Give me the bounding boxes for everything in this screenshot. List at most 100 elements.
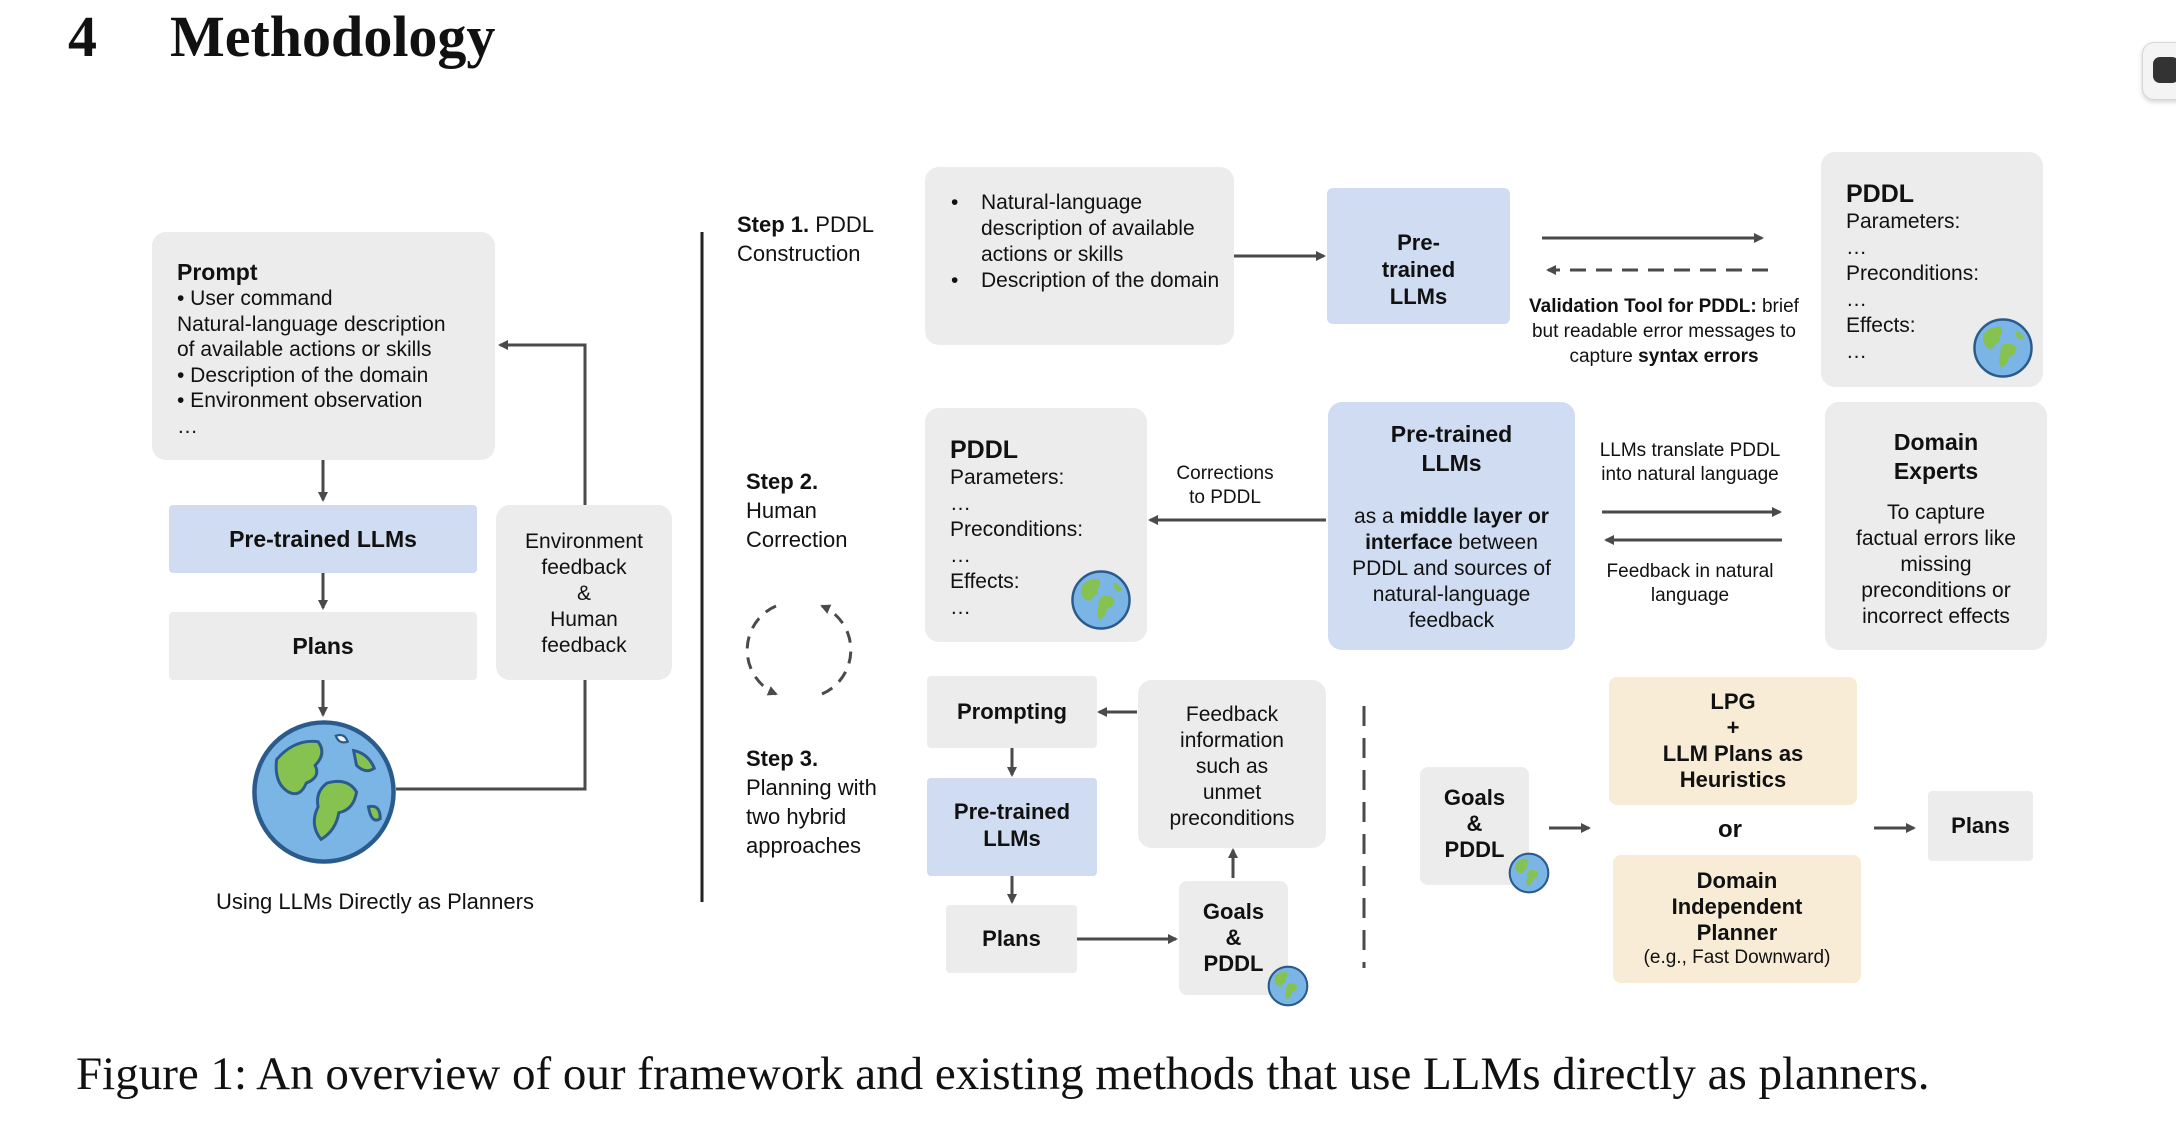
cycle-arc-left <box>745 604 778 696</box>
translate-line: into natural language <box>1601 464 1779 485</box>
step2-heading: Step 2. Human Correction <box>746 467 847 554</box>
domain-experts-box: Domain Experts To capture factual errors… <box>1825 402 2047 650</box>
llm-desc-b: between PDDL and sources of natural-lang… <box>1352 531 1551 632</box>
figure-caption: Figure 1: An overview of our framework a… <box>76 1048 1930 1100</box>
lpg-line: LPG <box>1710 689 1756 714</box>
step1-input-box: • Natural-language description of availa… <box>925 167 1234 345</box>
corrections-line: Corrections <box>1176 463 1274 484</box>
bullet-icon: • <box>951 191 959 214</box>
pddl-title: PDDL <box>950 436 1019 464</box>
pddl-row: Parameters: <box>950 466 1065 489</box>
step3-llm-line: LLMs <box>983 826 1041 851</box>
feedback-info-line: preconditions <box>1169 807 1295 830</box>
left-panel-caption: Using LLMs Directly as Planners <box>216 889 534 914</box>
pddl-row: Parameters: <box>1846 210 1961 233</box>
step3-heading-line: Planning with <box>746 775 877 800</box>
experts-desc-line: missing <box>1900 553 1972 576</box>
goals-line: & <box>1225 925 1242 950</box>
domain-planner-box: Domain Independent Planner (e.g., Fast D… <box>1613 855 1861 983</box>
prompt-line: of available actions or skills <box>177 338 432 361</box>
prompt-line: • User command <box>177 287 333 310</box>
experts-title: Domain <box>1893 429 1979 455</box>
feedback-info-box: Feedback information such as unmet preco… <box>1138 680 1326 848</box>
feedback-info-line: Feedback <box>1185 703 1279 726</box>
step1-heading-bold: Step 1. <box>737 212 810 237</box>
experts-desc-line: factual errors like <box>1856 527 2016 550</box>
pddl-row: Effects: <box>1846 314 1916 337</box>
step2-llm-title: LLMs <box>1421 450 1482 476</box>
step2-llm-title: Pre-trained <box>1390 421 1513 447</box>
pddl-row: … <box>950 596 971 619</box>
lpg-box: LPG + LLM Plans as Heuristics <box>1609 677 1857 805</box>
planner-line: Independent <box>1671 894 1803 919</box>
step3-llm-line: Pre-trained <box>953 799 1071 824</box>
prompt-title: Prompt <box>177 259 258 285</box>
earth-globe-icon <box>252 720 396 864</box>
cycle-arc-right <box>820 604 853 696</box>
translate-line: LLMs translate PDDL <box>1599 440 1781 461</box>
experts-desc-line: incorrect effects <box>1862 605 2010 628</box>
pddl-row: Effects: <box>950 570 1020 593</box>
env-feedback-box: Environment feedback & Human feedback <box>496 505 672 680</box>
left-plans-box: Plans <box>169 612 477 680</box>
corrections-label: Corrections to PDDL <box>1160 462 1290 510</box>
step3-plans-box: Plans <box>946 905 1077 973</box>
step3-heading-bold: Step 3. <box>746 746 819 771</box>
env-feedback-line: Human <box>550 608 618 631</box>
step1-input-bullet: Description of the domain <box>981 269 1220 292</box>
validation-text: brief but readable error messages to cap… <box>1531 296 1799 367</box>
earth-globe-icon <box>1071 570 1131 630</box>
step1-heading-line2: Construction <box>737 241 861 266</box>
prompt-line: • Description of the domain <box>177 363 429 387</box>
planner-sub: (e.g., Fast Downward) <box>1643 947 1831 968</box>
goals-right-line: Goals <box>1443 785 1506 810</box>
feedback-info-line: unmet <box>1202 781 1262 804</box>
validation-tool-note: Validation Tool for PDDL: brief but read… <box>1520 294 1808 369</box>
section-title: Methodology <box>170 4 496 69</box>
step2-heading-line: Correction <box>746 527 848 552</box>
step1-input-bullet: Natural-language description of availabl… <box>981 191 1195 266</box>
pddl-row: … <box>950 492 971 515</box>
step2-llm-box: Pre-trained LLMs as a middle layer or in… <box>1328 402 1575 650</box>
step1-llm-box: Pre-trained LLMs <box>1327 188 1510 324</box>
line-env-to-feedback <box>396 680 587 791</box>
prompt-box: Prompt • User command Natural-language d… <box>152 232 495 460</box>
step1-heading: Step 1. PDDL Construction <box>737 210 874 268</box>
arrow-feedback-to-prompt <box>498 340 587 505</box>
pddl-row: Preconditions: <box>950 518 1084 541</box>
experts-title: Experts <box>1893 458 1979 484</box>
step2-llm-description: as a middle layer or interface between P… <box>1328 504 1575 634</box>
env-feedback-line: feedback <box>541 556 627 579</box>
feedback-natural-label: Feedback in natural language <box>1590 560 1790 608</box>
lpg-line: Heuristics <box>1679 767 1787 792</box>
goals-right-line: PDDL <box>1444 837 1505 862</box>
step3-heading: Step 3. Planning with two hybrid approac… <box>746 744 877 860</box>
step1-heading-rest: PDDL <box>815 212 874 237</box>
left-llm-box: Pre-trained LLMs <box>169 505 477 573</box>
experts-desc-line: To capture <box>1886 501 1986 524</box>
earth-globe-icon <box>1267 965 1309 1007</box>
pddl-row: … <box>1846 288 1867 311</box>
llm-desc-bold: middle layer or interface <box>1365 505 1549 554</box>
feedback-info-line: information <box>1180 729 1284 752</box>
goals-line: PDDL <box>1203 951 1264 976</box>
env-feedback-line: & <box>576 582 591 605</box>
goals-pddl-box: Goals & PDDL <box>1179 881 1288 995</box>
step2-heading-bold: Step 2. <box>746 469 819 494</box>
planner-line: Planner <box>1696 920 1778 945</box>
translate-label: LLMs translate PDDL into natural languag… <box>1590 439 1790 487</box>
pddl-row: … <box>950 544 971 567</box>
step3-heading-line: approaches <box>746 833 861 858</box>
prompt-line: • Environment observation <box>177 389 423 412</box>
earth-globe-icon <box>1973 318 2033 378</box>
env-feedback-line: Environment <box>525 530 643 553</box>
goals-line: Goals <box>1202 899 1265 924</box>
validation-bold: Validation Tool for PDDL: <box>1529 296 1757 317</box>
or-label: or <box>1718 816 1742 843</box>
prompting-box: Prompting <box>927 676 1097 748</box>
lpg-line: LLM Plans as <box>1662 741 1804 766</box>
extension-widget[interactable] <box>2142 42 2176 100</box>
env-feedback-line: feedback <box>541 634 627 657</box>
section-number: 4 <box>68 4 97 69</box>
